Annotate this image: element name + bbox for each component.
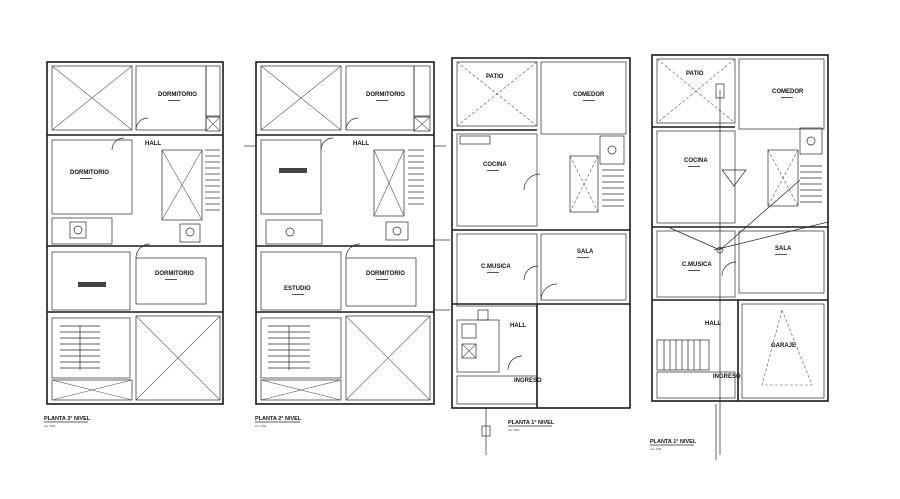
plan3-room-ingreso: INGRESO xyxy=(514,378,542,384)
svg-text:esc 1/50: esc 1/50 xyxy=(508,428,520,432)
plan3-room-patio: PATIO xyxy=(486,74,504,80)
plan4-room-comedor: COMEDOR xyxy=(772,89,804,95)
plan-1st-level-a: PATIO COMEDOR ▬▬▬▬ COCINA ▬▬▬▬ SALA ▬▬▬▬… xyxy=(451,57,631,455)
svg-text:▬▬▬▬: ▬▬▬▬ xyxy=(577,255,589,259)
plan2-room-hall: HALL xyxy=(353,141,369,147)
svg-text:esc 1/50: esc 1/50 xyxy=(255,424,267,428)
plan-3rd-level: DORMITORIO ▬▬▬▬ HALL DORMITORIO ▬▬▬▬ DOR… xyxy=(44,61,224,428)
plan4-room-cocina: COCINA xyxy=(684,158,708,164)
svg-text:▬▬▬▬: ▬▬▬▬ xyxy=(688,164,700,168)
plan2-outline xyxy=(255,61,435,405)
plan1-outline xyxy=(46,61,224,405)
plan1-room-hatched-label xyxy=(78,282,106,287)
plan3-room-comedor: COMEDOR xyxy=(573,92,605,98)
svg-text:▬▬▬▬: ▬▬▬▬ xyxy=(80,176,92,180)
svg-text:▬▬▬▬: ▬▬▬▬ xyxy=(376,98,388,102)
plan1-caption: PLANTA 3° NIVEL xyxy=(44,416,91,422)
plan3-outline xyxy=(451,57,631,409)
plan4-room-ingreso: INGRESO xyxy=(713,374,741,380)
plan2-room-dormitorio-top: DORMITORIO xyxy=(366,92,405,98)
plan2-room-hatched-label xyxy=(279,168,307,173)
plan3-room-sala: SALA xyxy=(577,249,594,255)
svg-text:▬▬▬▬: ▬▬▬▬ xyxy=(487,168,499,172)
plan1-room-dormitorio-lower: DORMITORIO xyxy=(155,271,194,277)
svg-text:▬▬▬▬: ▬▬▬▬ xyxy=(376,277,388,281)
plan3-caption: PLANTA 1° NIVEL xyxy=(508,420,555,426)
plan2-caption: PLANTA 2° NIVEL xyxy=(255,416,302,422)
plan2-room-dormitorio-lower: DORMITORIO xyxy=(366,271,405,277)
svg-text:▬▬▬▬: ▬▬▬▬ xyxy=(487,270,499,274)
svg-text:▬▬▬▬: ▬▬▬▬ xyxy=(775,252,787,256)
plan1-room-dormitorio-top: DORMITORIO xyxy=(158,92,197,98)
plan4-room-patio: PATIO xyxy=(686,71,704,77)
plan4-room-cmusica: C.MUSICA xyxy=(682,262,712,268)
svg-text:▬▬▬▬: ▬▬▬▬ xyxy=(292,292,304,296)
plan1-room-dormitorio-left: DORMITORIO xyxy=(70,170,109,176)
plan4-caption: PLANTA 1° NIVEL xyxy=(650,439,697,445)
svg-text:▬▬▬▬: ▬▬▬▬ xyxy=(168,98,180,102)
plan-1st-level-b: PATIO COMEDOR ▬▬▬▬ COCINA ▬▬▬▬ SALA ▬▬▬▬… xyxy=(650,54,829,460)
plan4-room-hall: HALL xyxy=(705,321,721,327)
plan3-room-cmusica: C.MUSICA xyxy=(481,264,511,270)
svg-text:esc 1/50: esc 1/50 xyxy=(650,447,662,451)
svg-text:▬▬▬▬: ▬▬▬▬ xyxy=(688,268,700,272)
svg-text:▬▬▬▬: ▬▬▬▬ xyxy=(583,98,595,102)
svg-text:▬▬▬▬: ▬▬▬▬ xyxy=(781,95,793,99)
plan3-room-cocina: COCINA xyxy=(483,162,507,168)
svg-text:esc 1/50: esc 1/50 xyxy=(44,424,56,428)
plan2-room-estudio: ESTUDIO xyxy=(284,286,311,292)
plan1-room-hall: HALL xyxy=(145,141,161,147)
plan-2nd-level: DORMITORIO ▬▬▬▬ HALL ESTUDIO ▬▬▬▬ DORMIT… xyxy=(244,61,450,428)
plan4-room-garaje: GARAJE xyxy=(771,343,796,349)
plan4-outline xyxy=(651,54,829,402)
plan4-room-sala: SALA xyxy=(775,246,792,252)
plan3-room-hall: HALL xyxy=(510,323,526,329)
svg-text:▬▬▬▬: ▬▬▬▬ xyxy=(165,277,177,281)
